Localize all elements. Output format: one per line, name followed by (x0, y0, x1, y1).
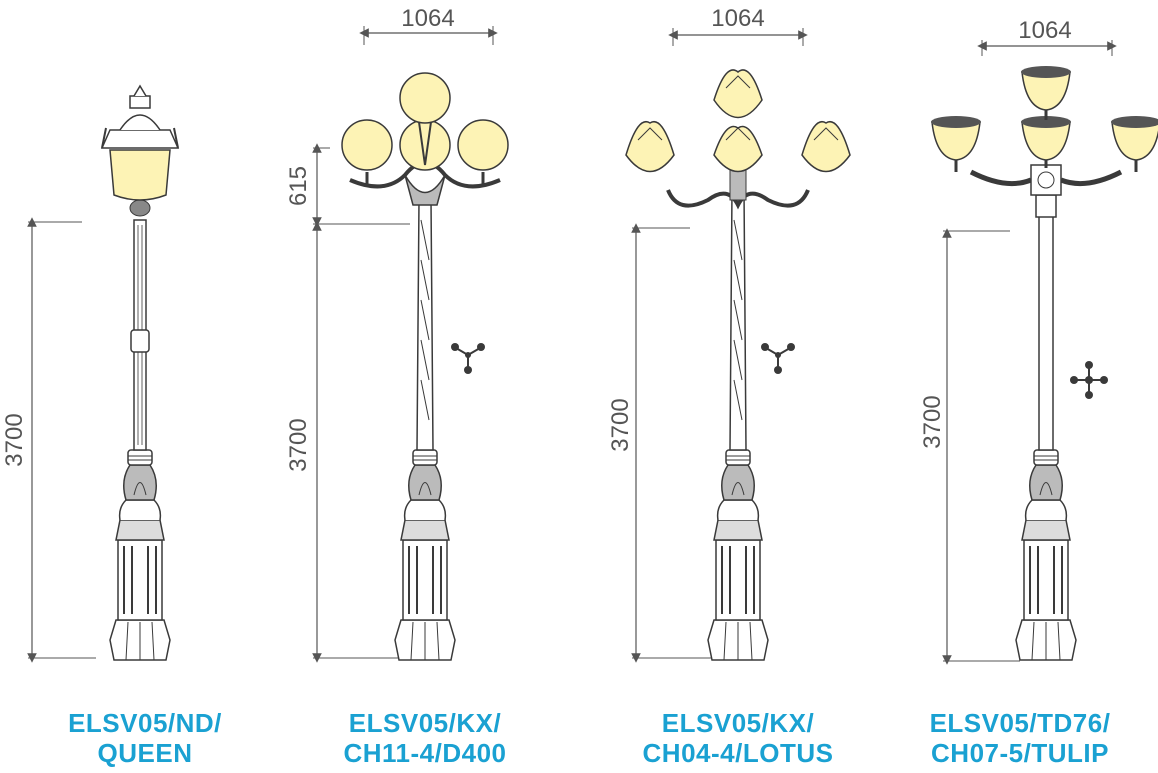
lamp-post-queen: 3700 (1, 84, 180, 663)
height-dimension-label: 3700 (919, 395, 946, 448)
product-code-line1: ELSV05/KX/ (661, 708, 815, 738)
four-arm-icon (1070, 361, 1108, 399)
product-code-line1: ELSV05/KX/ (348, 708, 502, 738)
width-dimension-label: 1064 (711, 5, 764, 32)
height-dimension-label: 3700 (607, 398, 634, 451)
lamp-post-d400: 1064 615 3700 (285, 5, 509, 663)
product-code-line2: QUEEN (97, 738, 193, 768)
product-caption-queen: ELSV05/ND/ QUEEN (15, 708, 275, 768)
product-code-line1: ELSV05/TD76/ (929, 708, 1111, 738)
product-code-line2: CH07-5/TULIP (931, 738, 1109, 768)
product-code-line2: CH04-4/LOTUS (642, 738, 834, 768)
lamp-post-lotus: 1064 3700 (607, 5, 851, 663)
product-caption-d400: ELSV05/KX/ CH11-4/D400 (295, 708, 555, 768)
width-dimension-label: 1064 (1018, 17, 1071, 44)
height-dimension-label: 3700 (285, 418, 312, 471)
product-caption-lotus: ELSV05/KX/ CH04-4/LOTUS (608, 708, 868, 768)
product-caption-tulip: ELSV05/TD76/ CH07-5/TULIP (890, 708, 1150, 768)
height-dimension-label: 3700 (1, 413, 28, 466)
product-code-line2: CH11-4/D400 (343, 738, 507, 768)
width-dimension-label: 1064 (401, 5, 454, 32)
three-arm-icon (451, 343, 485, 374)
arm-dimension-label: 615 (285, 166, 312, 206)
lamp-post-tulip: 1064 3700 (919, 17, 1158, 665)
product-code-line1: ELSV05/ND/ (68, 708, 222, 738)
three-arm-icon (761, 343, 795, 374)
